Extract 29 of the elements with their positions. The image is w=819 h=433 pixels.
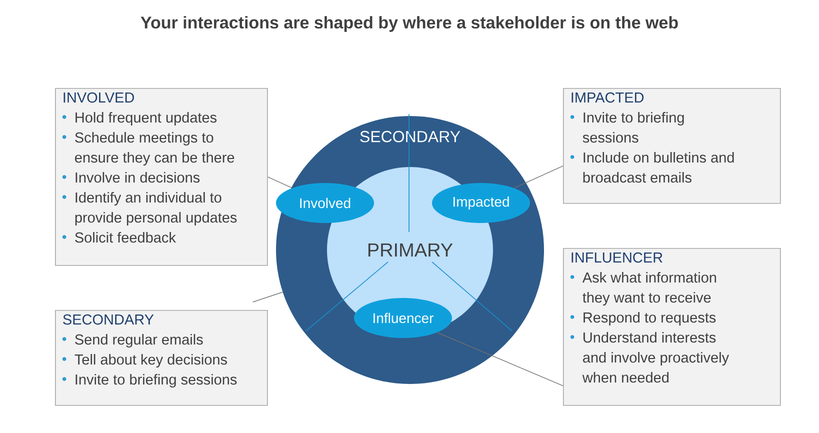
leader-line <box>514 166 564 188</box>
leader-line <box>267 176 292 188</box>
stakeholder-oval: Influencer <box>354 298 452 338</box>
bullet-item: Send regular emails <box>75 334 203 348</box>
bullet-item: Respond to requests <box>584 312 716 326</box>
bullet-item: Include on bulletins and broadcast emails <box>583 152 734 183</box>
leader-line <box>252 292 283 302</box>
bullet-item: Hold frequent updates <box>76 112 217 126</box>
info-box <box>55 88 268 266</box>
bullet-item: Tell about key decisions <box>74 354 227 368</box>
box-heading: INVOLVED <box>64 92 134 103</box>
bullet-item: Schedule meetings to ensure they can be there <box>75 132 234 166</box>
box-heading: INFLUENCER <box>572 252 662 263</box>
info-box <box>55 310 268 406</box>
stakeholder-oval: Involved <box>276 183 374 223</box>
leader-line <box>436 332 564 386</box>
bullet-item: Invite to briefing sessions <box>582 112 684 143</box>
stakeholder-oval: Impacted <box>432 183 530 223</box>
bullet-item: Solicit feedback <box>75 232 176 243</box>
bullet-item: Identify an individual to provide personal updates <box>75 192 237 226</box>
info-box <box>563 88 781 204</box>
bullet-item: Ask what information they want to receive <box>582 272 716 306</box>
info-box <box>563 248 781 406</box>
bullet-item: Involve in decisions <box>76 172 200 183</box>
bullet-item: Understand interests and involve proactively when needed <box>582 332 730 383</box>
box-heading: IMPACTED <box>572 92 644 103</box>
box-heading: SECONDARY <box>63 314 154 325</box>
bullet-item: Invite to briefing sessions <box>76 374 237 388</box>
title: Your interactions are shaped by where a stakeholder is on the web <box>140 16 678 32</box>
